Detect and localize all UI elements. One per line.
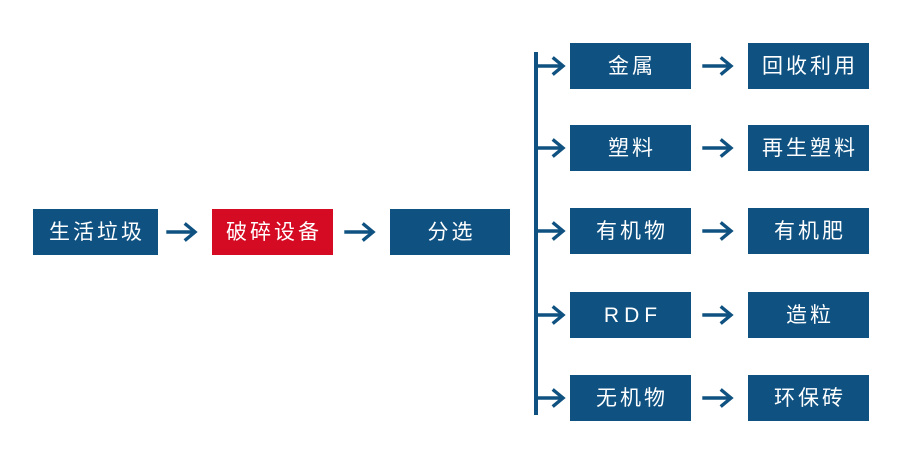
branch-product-node[interactable]: 有机肥 — [748, 208, 869, 254]
arrow-right-icon — [702, 53, 736, 79]
branch-material-node[interactable]: 金属 — [570, 43, 691, 89]
branch-product-node[interactable]: 环保砖 — [748, 375, 869, 421]
arrow-right-icon — [344, 219, 378, 245]
arrow-right-icon — [702, 302, 736, 328]
branch-material-node[interactable]: 塑料 — [570, 125, 691, 171]
branch-product-node[interactable]: 造粒 — [748, 292, 869, 338]
branch-arrow-right-icon — [534, 302, 568, 328]
branch-product-node[interactable]: 再生塑料 — [748, 125, 869, 171]
branch-material-node[interactable]: RDF — [570, 292, 691, 338]
arrow-right-icon — [702, 135, 736, 161]
branch-arrow-right-icon — [534, 385, 568, 411]
branch-arrow-right-icon — [534, 53, 568, 79]
node-crushing-equipment[interactable]: 破碎设备 — [212, 209, 333, 255]
branch-material-node[interactable]: 无机物 — [570, 375, 691, 421]
branch-arrow-right-icon — [534, 135, 568, 161]
arrow-right-icon — [166, 219, 200, 245]
branch-product-node[interactable]: 回收利用 — [748, 43, 869, 89]
node-household-waste[interactable]: 生活垃圾 — [33, 209, 158, 255]
branch-material-node[interactable]: 有机物 — [570, 208, 691, 254]
branch-arrow-right-icon — [534, 218, 568, 244]
node-sorting[interactable]: 分选 — [390, 209, 510, 255]
arrow-right-icon — [702, 385, 736, 411]
arrow-right-icon — [702, 218, 736, 244]
branch-bus-line — [534, 52, 538, 415]
